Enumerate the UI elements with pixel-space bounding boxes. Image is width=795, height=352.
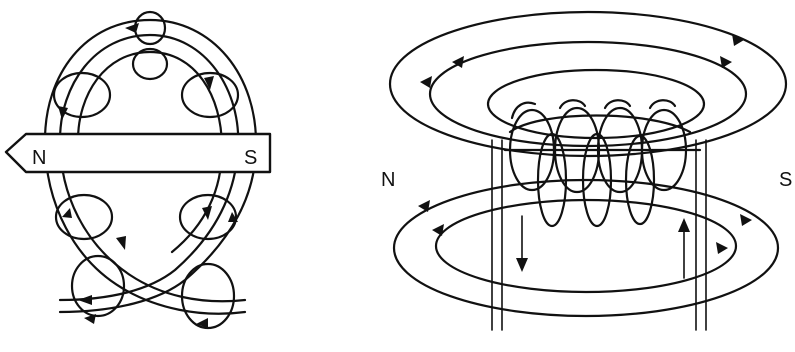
solenoid-north-label: N (381, 169, 395, 191)
field-arrow-upper-1 (732, 34, 744, 46)
field-loop-top (133, 12, 167, 79)
field-line-upper-outer (390, 12, 786, 156)
field-arrow-lower-1 (418, 200, 430, 212)
field-line-lower-middle (436, 200, 736, 292)
field-arrow-lower-3 (740, 214, 752, 226)
magnet-south-label: S (244, 147, 257, 169)
solenoid-south-label: S (779, 169, 792, 191)
magnet-north-label: N (32, 147, 46, 169)
field-arrow-lower-4 (716, 242, 728, 254)
field-arrow-upper-2 (720, 56, 732, 68)
field-arrow-lower-2 (432, 224, 444, 236)
internal-arrow-up (678, 218, 690, 232)
wire-current-arrow-1 (125, 23, 139, 33)
left-figure-wire-loop: N S (6, 12, 270, 328)
wire-current-arrow-6 (116, 236, 126, 250)
wire-current-arrow-3 (78, 295, 92, 305)
right-figure-solenoid: N S (381, 12, 792, 330)
field-arrow-upper-4 (420, 76, 432, 88)
internal-field-lines (492, 140, 706, 330)
internal-arrow-down (516, 258, 528, 272)
field-arrow-left-loop (62, 208, 72, 218)
